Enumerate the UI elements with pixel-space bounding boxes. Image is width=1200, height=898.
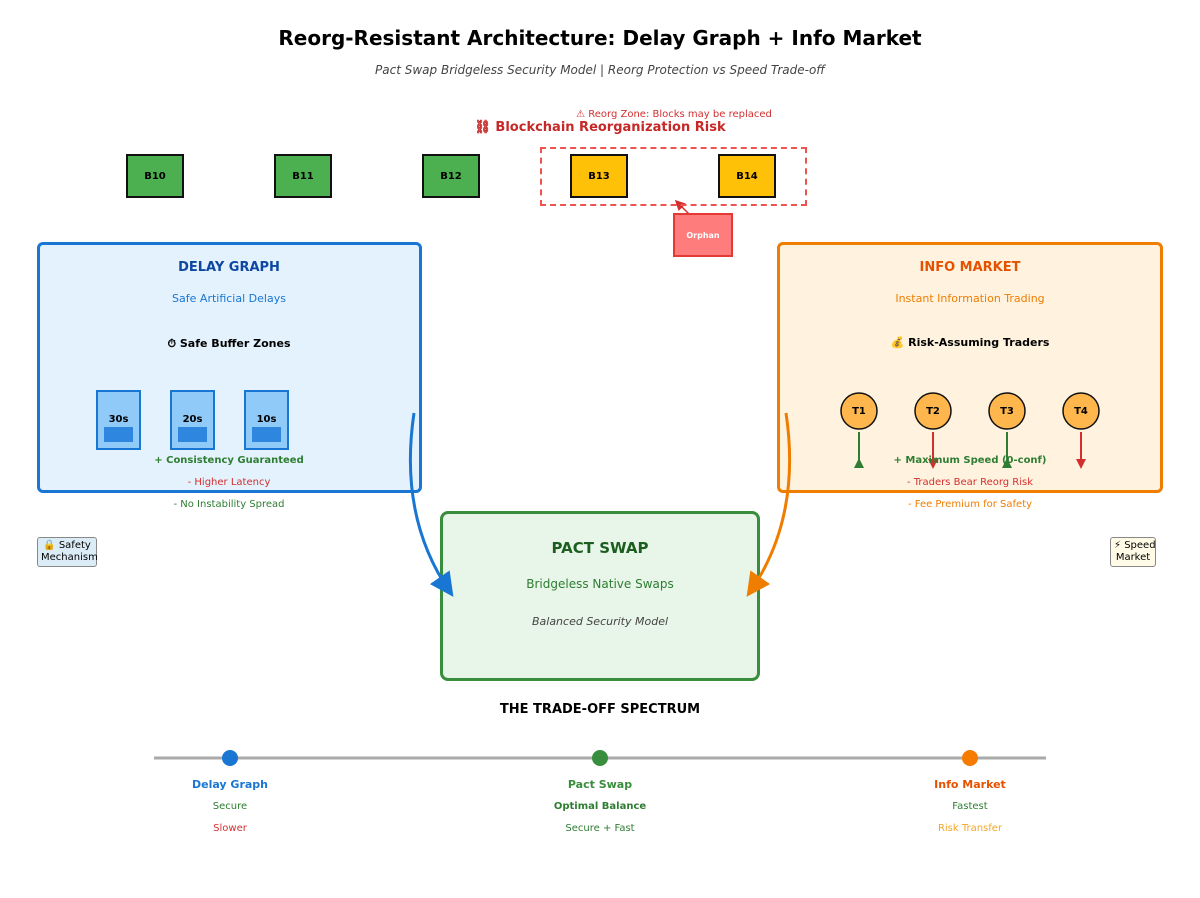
- page-subtitle: Pact Swap Bridgeless Security Model | Re…: [375, 63, 825, 77]
- info-market-subtitle: Instant Information Trading: [895, 292, 1045, 305]
- delay-graph-con: - Higher Latency: [187, 477, 271, 488]
- spectrum-delay-line1: Secure: [212, 801, 248, 812]
- buffer-label: 30s: [108, 414, 129, 425]
- buffer-fill: [104, 427, 133, 442]
- down-arrow-icon: [928, 459, 938, 469]
- spectrum-pact-line2: Secure + Fast: [565, 823, 635, 834]
- pact-swap-tagline: Balanced Security Model: [531, 615, 669, 628]
- up-arrow-icon: [854, 458, 864, 468]
- trader-t2: [914, 392, 952, 469]
- trader-t3: [988, 392, 1026, 468]
- info-market-pro: + Maximum Speed (0-conf): [893, 455, 1047, 466]
- block-b12: B12: [422, 154, 480, 198]
- spectrum-delay-line2: Slower: [213, 823, 247, 834]
- spectrum-point-info: [962, 750, 978, 766]
- delay-graph-title: DELAY GRAPH: [178, 260, 280, 275]
- buffer-label: 20s: [182, 414, 203, 425]
- info-market-extra: - Fee Premium for Safety: [907, 499, 1033, 510]
- pact-swap-subtitle: Bridgeless Native Swaps: [526, 577, 674, 591]
- spectrum-info-line2: Risk Transfer: [937, 823, 1003, 834]
- speed-market-label: ⚡ Speed Market: [1110, 537, 1156, 567]
- trader-t4: [1062, 392, 1100, 469]
- spectrum-point-delay: [222, 750, 238, 766]
- spectrum-info-line1: Fastest: [952, 801, 988, 812]
- trader-label: T4: [1074, 406, 1088, 417]
- risk-assuming-traders-label: 💰 Risk-Assuming Traders: [890, 336, 1050, 349]
- delay-graph-extra: - No Instability Spread: [173, 499, 285, 510]
- buffer-label: 10s: [256, 414, 277, 425]
- delay-graph-panel: [37, 242, 422, 493]
- trader-label: T1: [852, 406, 866, 417]
- buffer-10s: 10s: [244, 390, 289, 450]
- buffer-30s: 30s: [96, 390, 141, 450]
- blockchain-title: ⛓ Blockchain Reorganization Risk: [474, 120, 726, 135]
- safety-mechanism-label: 🔒 Safety Mechanism: [37, 537, 98, 567]
- trader-label: T3: [1000, 406, 1014, 417]
- spectrum-point-pact: [592, 750, 608, 766]
- orphan-block: Orphan: [673, 213, 733, 257]
- pact-swap-panel: [440, 511, 760, 681]
- spectrum-pact-name: Pact Swap: [567, 778, 633, 791]
- block-b14: B14: [718, 154, 776, 198]
- block-b13: B13: [570, 154, 628, 198]
- spectrum-info-name: Info Market: [934, 778, 1006, 791]
- buffer-fill: [178, 427, 207, 442]
- spectrum-title: THE TRADE-OFF SPECTRUM: [499, 702, 701, 717]
- block-b10: B10: [126, 154, 184, 198]
- trader-label: T2: [926, 406, 940, 417]
- safe-buffer-zones-label: ⏱ Safe Buffer Zones: [167, 337, 291, 350]
- block-b11: B11: [274, 154, 332, 198]
- market-to-pact-arrow: [746, 412, 792, 597]
- spectrum-pact-line1: Optimal Balance: [553, 801, 647, 812]
- delay-graph-pro: + Consistency Guaranteed: [154, 455, 304, 466]
- reorg-zone: [540, 147, 807, 206]
- up-arrow-icon: [1002, 458, 1012, 468]
- delay-graph-subtitle: Safe Artificial Delays: [172, 292, 286, 305]
- info-market-con: - Traders Bear Reorg Risk: [906, 477, 1034, 488]
- info-market-title: INFO MARKET: [919, 260, 1021, 275]
- page-title: Reorg-Resistant Architecture: Delay Grap…: [278, 26, 922, 50]
- pact-swap-title: PACT SWAP: [551, 539, 649, 557]
- down-arrow-icon: [1076, 459, 1086, 469]
- delay-to-pact-arrow: [408, 412, 454, 597]
- buffer-fill: [252, 427, 281, 442]
- buffer-20s: 20s: [170, 390, 215, 450]
- info-market-panel: [777, 242, 1163, 493]
- trader-t1: [840, 392, 878, 468]
- reorg-zone-warning: ⚠ Reorg Zone: Blocks may be replaced: [576, 109, 772, 120]
- spectrum-delay-name: Delay Graph: [191, 778, 269, 791]
